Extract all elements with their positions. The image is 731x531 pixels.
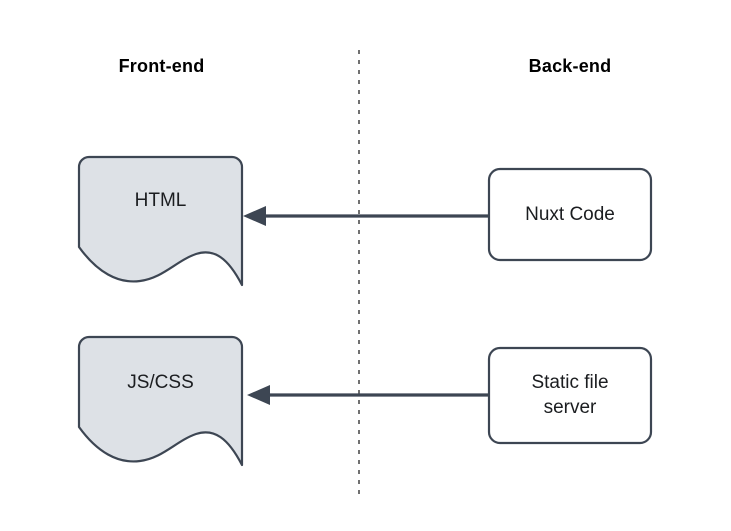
edge-nuxt-to-html: [243, 206, 489, 226]
node-label-nuxt-code: Nuxt Code: [525, 203, 615, 225]
node-label-static-file-server: Static file server: [531, 372, 609, 418]
node-static-file-server-box[interactable]: [487, 346, 653, 445]
node-html-document[interactable]: [77, 155, 244, 287]
node-jscss-document[interactable]: [77, 335, 244, 467]
node-label-jscss: JS/CSS: [127, 371, 194, 393]
heading-frontend: Front-end: [118, 56, 205, 76]
node-label-html: HTML: [134, 189, 187, 211]
heading-backend: Back-end: [528, 56, 612, 76]
node-nuxt-code-box[interactable]: [487, 167, 653, 262]
edge-static-to-jscss: [247, 385, 489, 405]
